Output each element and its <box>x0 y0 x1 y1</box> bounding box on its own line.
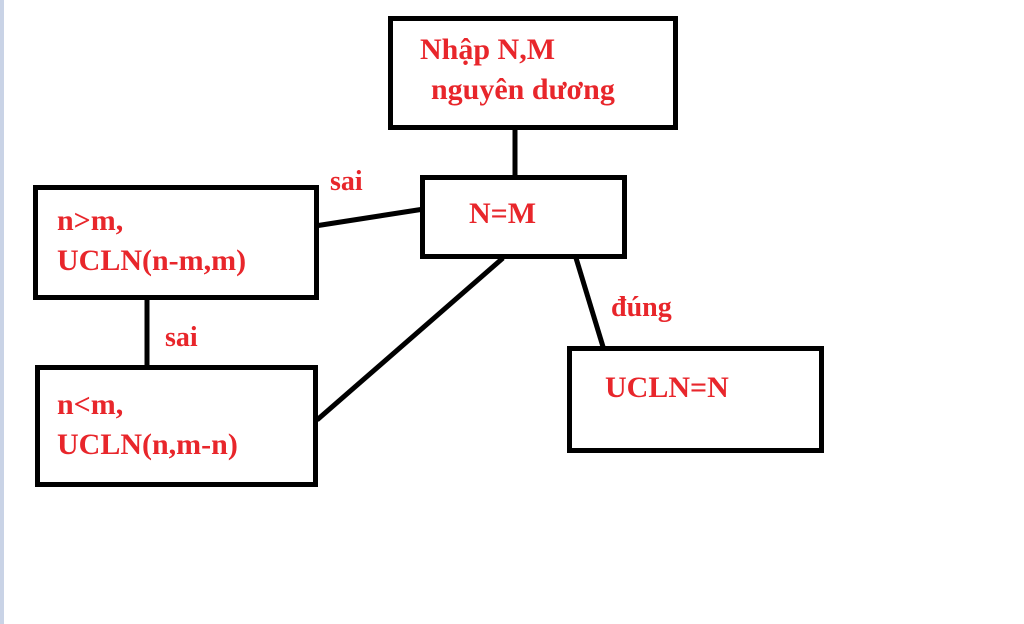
less-node-line1: n<m, <box>57 388 124 421</box>
input-node-line1: Nhập N,M <box>420 33 556 66</box>
less-node <box>35 365 318 487</box>
less-node-line2: UCLN(n,m-n) <box>57 428 238 461</box>
edge-condition-to-greater <box>314 206 425 229</box>
window-left-edge <box>0 0 4 624</box>
edge-label-greater-false: sai <box>165 322 198 353</box>
greater-node-line2: UCLN(n-m,m) <box>57 244 247 277</box>
result-node-text: UCLN=N <box>605 371 729 404</box>
input-node-line2: nguyên dương <box>431 73 615 106</box>
edge-label-condition-true: đúng <box>611 292 672 323</box>
input-node <box>388 16 678 130</box>
edge-condition-to-result <box>573 257 607 351</box>
result-node <box>567 346 824 453</box>
edge-condition-to-less <box>315 256 505 422</box>
condition-node-text: N=M <box>469 197 537 230</box>
greater-node <box>33 185 319 300</box>
condition-node <box>420 175 627 259</box>
edge-label-condition-false: sai <box>330 166 363 197</box>
greater-node-line1: n>m, <box>57 204 124 237</box>
